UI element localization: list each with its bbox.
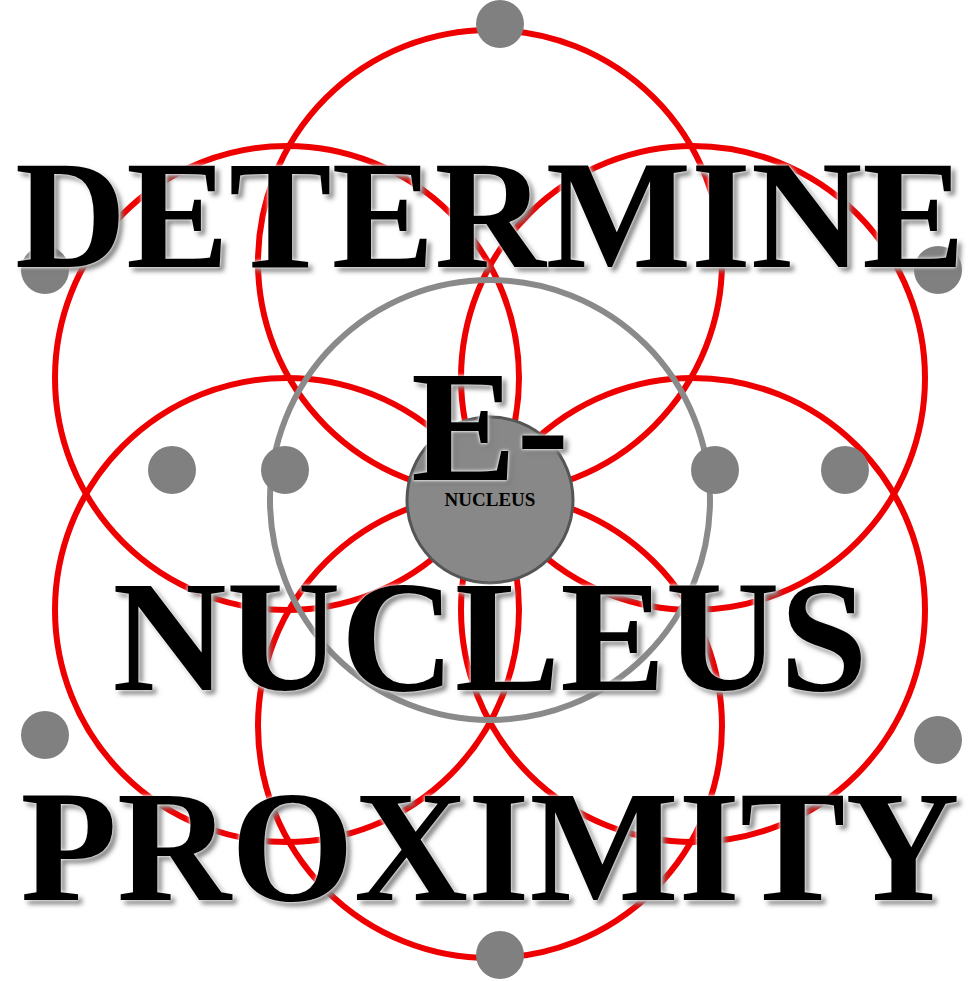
electron-dot (21, 711, 69, 759)
electron-dot (476, 0, 524, 48)
headline-word: DETERMINE (0, 138, 980, 292)
electron-dot (148, 446, 196, 494)
electron-dot (914, 716, 962, 764)
electron-dot (821, 446, 869, 494)
electron-dot (691, 446, 739, 494)
electron-dot (261, 446, 309, 494)
headline-word: PROXIMITY (0, 768, 980, 926)
electron-dot (476, 931, 524, 979)
headline-word: NUCLEUS (0, 558, 980, 716)
headline-word: E- (0, 348, 980, 506)
